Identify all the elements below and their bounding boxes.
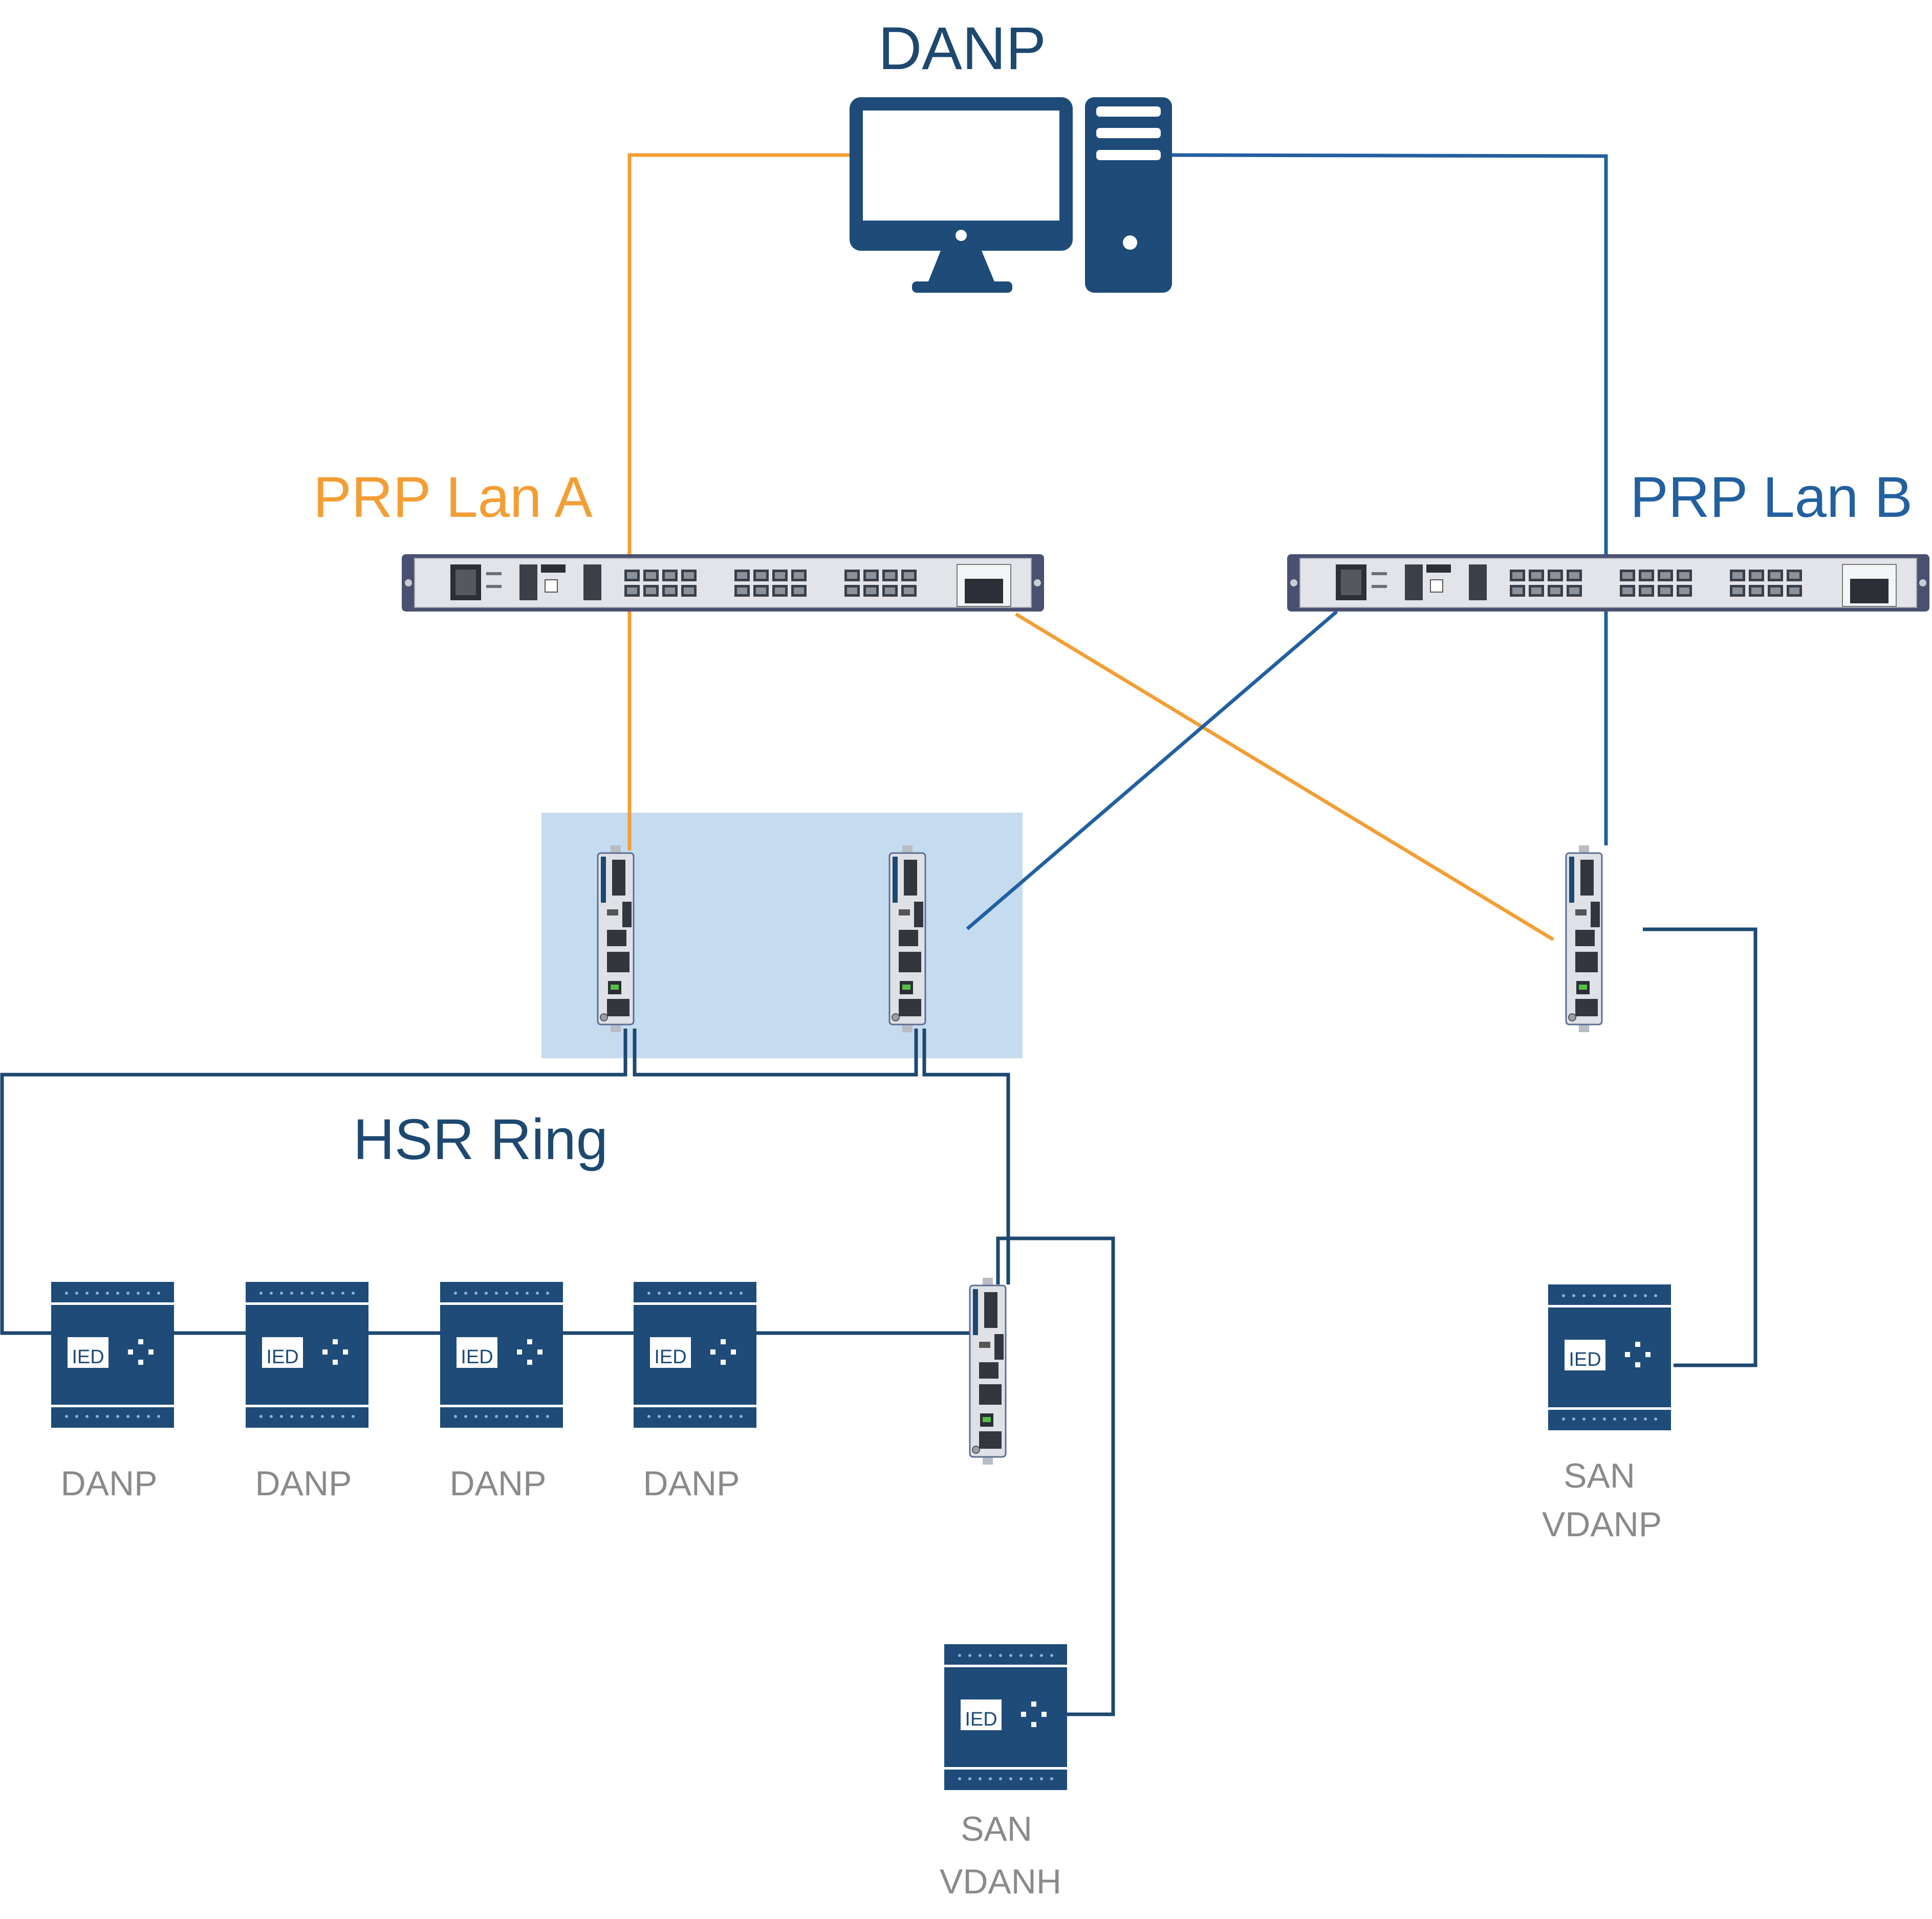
ied-device-1: IED	[51, 1282, 174, 1428]
ied-device-icon	[246, 1282, 368, 1428]
ied-label-1: DANP	[61, 1464, 158, 1503]
lan-b-switch-icon	[1287, 554, 1929, 612]
ied-device-vdanp: IED	[1548, 1284, 1671, 1430]
ied-device-icon	[634, 1282, 756, 1428]
san-vdanp-label-line1: SAN	[1564, 1456, 1635, 1495]
ied-label-4: DANP	[643, 1464, 740, 1503]
hsr-ring-label: HSR Ring	[353, 1107, 608, 1171]
redbox-to-vdanh-link	[996, 1236, 1115, 1716]
desktop-computer-icon	[850, 97, 1172, 293]
ied-text: IED	[965, 1709, 997, 1730]
prp-lan-b-label: PRP Lan B	[1630, 465, 1913, 529]
ied-device-3: IED	[440, 1282, 563, 1428]
ied-text: IED	[1569, 1349, 1601, 1370]
ied-device-icon	[944, 1644, 1067, 1790]
top-danp-label: DANP	[878, 15, 1046, 82]
lan-a-link-switch-to-san-redbox	[1015, 613, 1554, 941]
ied-text: IED	[654, 1346, 686, 1368]
ied-text: IED	[266, 1346, 298, 1368]
ied-label-3: DANP	[450, 1464, 547, 1503]
ied-label-2: DANP	[255, 1464, 352, 1503]
ied-device-2: IED	[246, 1282, 368, 1428]
ied-device-vdanh: IED	[944, 1644, 1067, 1790]
san-redbox-icon	[1565, 844, 1603, 1033]
lan-b-link-switch-to-redbox2	[966, 610, 1338, 930]
lan-a-switch-icon	[402, 554, 1044, 612]
hsr-redbox-1-icon	[597, 844, 635, 1033]
san-redbox-to-vdanp-link	[1643, 927, 1757, 1367]
hsr-node-redbox-icon	[969, 1277, 1007, 1466]
prp-lan-a-label: PRP Lan A	[313, 465, 593, 529]
ied-device-icon	[51, 1282, 174, 1428]
ied-device-4: IED	[634, 1282, 756, 1428]
hsr-ring-right-loop	[922, 1029, 1010, 1284]
ied-text: IED	[461, 1346, 493, 1368]
ied-text: IED	[72, 1346, 104, 1368]
ied-device-icon	[1548, 1284, 1671, 1430]
hsr-redbox-2-icon	[888, 844, 926, 1033]
san-vdanh-label-line1: SAN	[961, 1809, 1032, 1848]
hsr-ring-redbox-link	[633, 1029, 918, 1077]
san-vdanp-label-line2: VDANP	[1542, 1505, 1662, 1544]
lan-a-link-pc-to-switch	[627, 153, 850, 558]
ied-device-icon	[440, 1282, 563, 1428]
san-vdanh-label-line2: VDANH	[940, 1862, 1061, 1901]
lan-b-link-pc-to-switch	[1171, 153, 1608, 558]
hsr-ring-left-loop	[0, 1029, 627, 1335]
